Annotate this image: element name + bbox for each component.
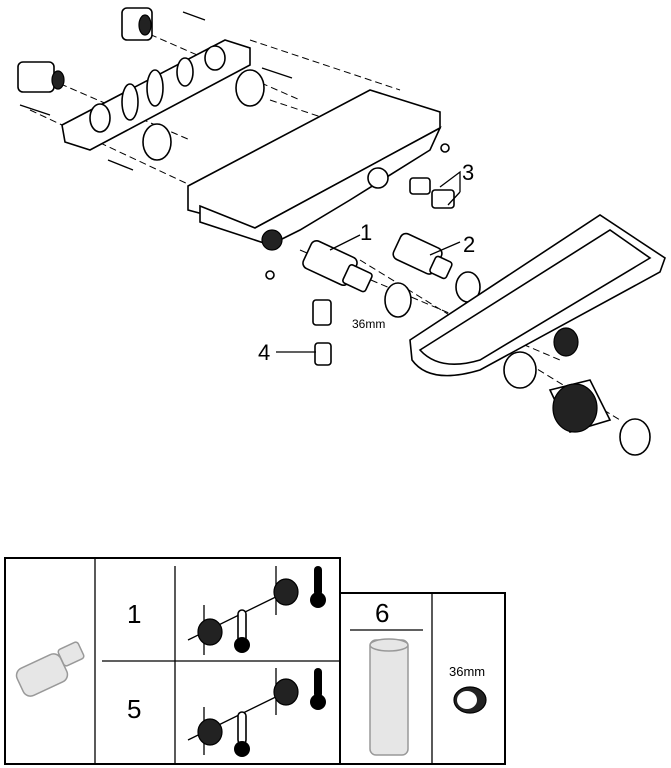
part-4-filter: [312, 299, 332, 366]
callout-line-2: [429, 241, 461, 256]
callout-4: 4: [258, 340, 270, 365]
table-row-number-5: 5: [127, 694, 141, 724]
table-row-number-1: 1: [127, 599, 141, 629]
connection-fittings: [17, 7, 293, 171]
callout-1: 1: [360, 220, 372, 245]
nut-size-label: 36mm: [449, 664, 485, 679]
wrench-size-label: 36mm: [352, 317, 385, 331]
thermostat-body: [187, 89, 450, 280]
nut-36mm: [453, 686, 487, 714]
parts-table: 1 5 6 36mm: [4, 557, 506, 765]
hot-cold-orientation-5: [187, 668, 326, 757]
callout-3: 3: [462, 160, 474, 185]
socket-wrench-tool: [369, 638, 409, 756]
cartridge-1: [302, 240, 373, 293]
mounting-plate: [61, 39, 251, 151]
handle-knob: [548, 379, 651, 456]
callout-2: 2: [463, 232, 475, 257]
cartridge-thumbnail: [15, 641, 85, 697]
tool-number-6: 6: [375, 598, 389, 628]
part-3-valve: [409, 177, 455, 209]
spout-shell: [409, 214, 666, 389]
cartridge-2: [392, 232, 453, 280]
hot-cold-orientation-1: [187, 566, 326, 655]
callout-line-1: [329, 234, 361, 251]
callout-line-3: [439, 170, 461, 206]
